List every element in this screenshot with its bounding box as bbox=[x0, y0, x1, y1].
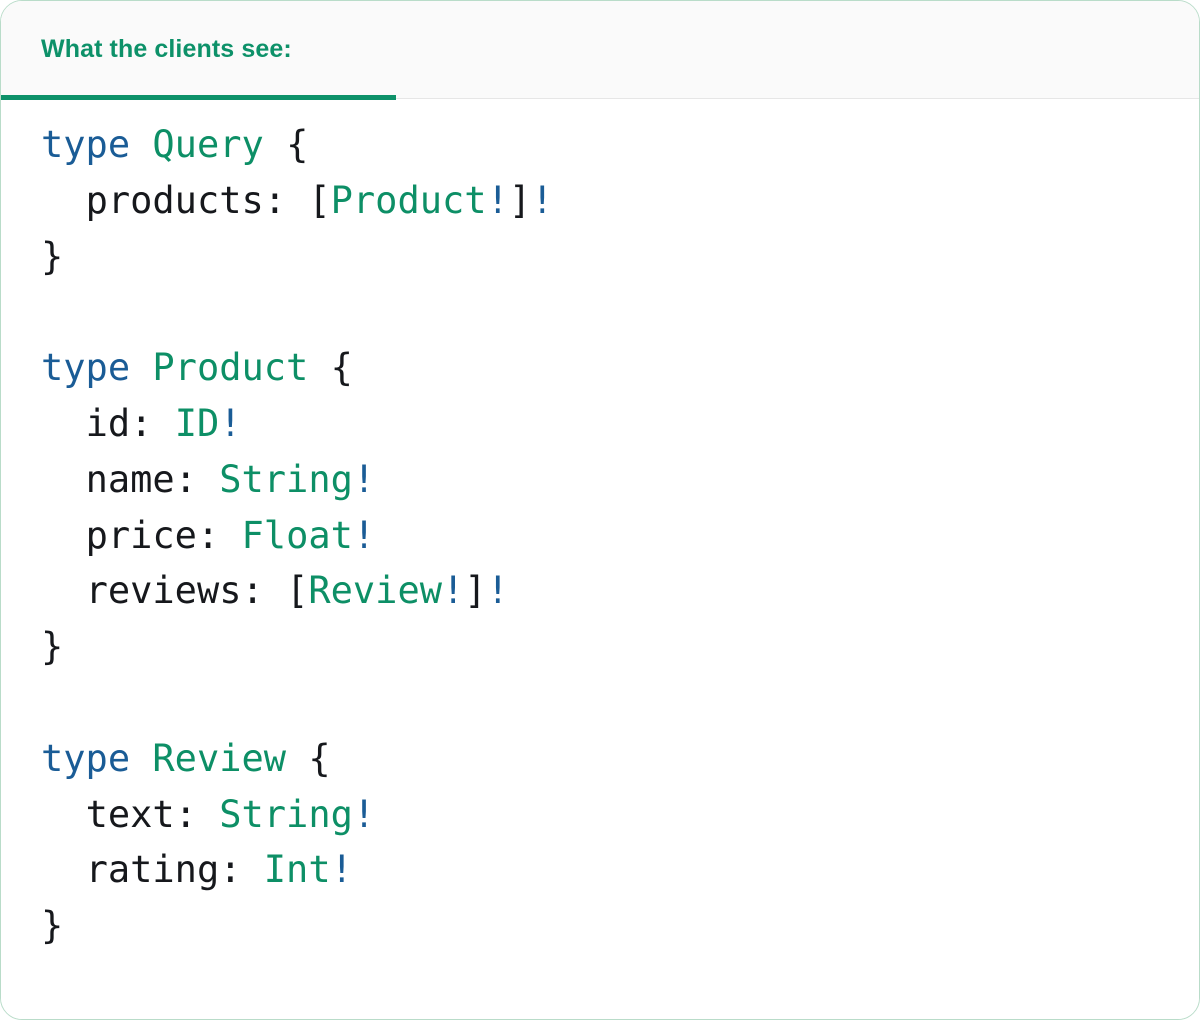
code-token-type: Product bbox=[152, 346, 309, 390]
code-token-bang: ! bbox=[219, 401, 242, 445]
code-token-type: String bbox=[219, 457, 353, 501]
code-token-kw: type bbox=[41, 346, 131, 390]
code-token-plain bbox=[130, 346, 152, 389]
code-token-bang: ! bbox=[352, 792, 376, 836]
code-token-plain bbox=[264, 123, 286, 166]
tab-what-the-clients-see[interactable]: What the clients see: bbox=[1, 1, 396, 100]
code-token-punct: ] bbox=[508, 178, 532, 222]
code-token-plain bbox=[41, 402, 86, 445]
code-token-type: Int bbox=[263, 848, 331, 892]
code-token-plain bbox=[41, 569, 86, 612]
code-token-punct: : bbox=[263, 178, 309, 222]
code-token-field: products bbox=[85, 178, 264, 222]
code-token-field: reviews bbox=[85, 569, 242, 613]
code-token-bang: ! bbox=[442, 569, 465, 613]
code-token-type: Review bbox=[152, 736, 287, 780]
code-token-punct: ] bbox=[464, 569, 487, 613]
code-token-bang: ! bbox=[352, 513, 376, 557]
code-token-type: Float bbox=[241, 513, 353, 557]
code-token-plain bbox=[308, 346, 330, 389]
code-token-plain bbox=[130, 737, 152, 780]
tab-label: What the clients see: bbox=[41, 35, 292, 63]
code-token-punct: { bbox=[286, 123, 309, 166]
code-token-field: id bbox=[85, 401, 131, 445]
code-token-bang: ! bbox=[330, 848, 353, 892]
code-token-plain bbox=[130, 123, 152, 166]
tab-strip: What the clients see: bbox=[1, 1, 1199, 100]
code-token-bang: ! bbox=[486, 569, 509, 613]
code-token-punct: [ bbox=[308, 178, 331, 222]
code-token-plain bbox=[286, 737, 308, 780]
code-token-punct: } bbox=[41, 904, 64, 948]
code-token-punct: : bbox=[219, 848, 264, 892]
code-token-bang: ! bbox=[486, 178, 509, 222]
code-token-plain bbox=[41, 793, 86, 836]
code-block-container: type Query { products: [Product!]! } typ… bbox=[1, 99, 1199, 1019]
code-token-bang: ! bbox=[531, 178, 554, 222]
code-token-plain bbox=[41, 514, 86, 557]
code-token-punct: } bbox=[41, 234, 64, 278]
code-token-type: Query bbox=[152, 123, 264, 166]
code-token-bang: ! bbox=[352, 457, 376, 501]
code-token-plain bbox=[41, 179, 86, 222]
code-token-punct: } bbox=[41, 625, 64, 669]
code-token-punct: [ bbox=[286, 569, 309, 613]
tab-active-underline bbox=[1, 94, 396, 100]
code-token-type: String bbox=[219, 792, 353, 836]
code-token-kw: type bbox=[41, 123, 131, 166]
code-token-field: rating bbox=[85, 848, 220, 892]
code-token-punct: : bbox=[130, 401, 175, 445]
code-token-type: Product bbox=[330, 178, 487, 222]
code-token-punct: : bbox=[241, 569, 287, 613]
code-token-field: price bbox=[85, 513, 197, 557]
code-token-type: ID bbox=[174, 401, 220, 445]
code-token-punct: : bbox=[174, 792, 220, 836]
code-token-plain bbox=[41, 848, 86, 891]
code-token-type: Review bbox=[308, 569, 442, 613]
code-token-punct: : bbox=[174, 457, 220, 501]
code-token-kw: type bbox=[41, 736, 131, 780]
code-token-field: name bbox=[85, 457, 175, 501]
code-token-punct: { bbox=[308, 736, 331, 780]
graphql-schema-code: type Query { products: [Product!]! } typ… bbox=[41, 117, 1199, 954]
code-token-field: text bbox=[85, 792, 175, 836]
code-token-punct: { bbox=[330, 346, 353, 390]
code-token-plain bbox=[41, 458, 86, 501]
code-token-punct: : bbox=[196, 513, 242, 557]
